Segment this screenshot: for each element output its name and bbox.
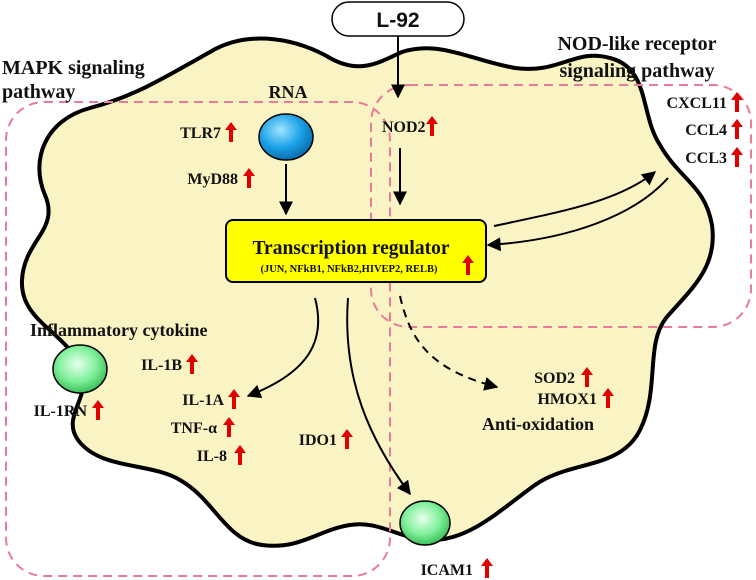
ido1-label: IDO1 (299, 432, 337, 449)
il1b-label: IL-1B (141, 357, 182, 374)
arrow-chemokines-to-regulator (486, 177, 669, 252)
hmox1-label: HMOX1 (537, 391, 597, 408)
cxcl11-label: CXCL11 (667, 95, 727, 112)
mapk-title-line1: MAPK signaling (2, 57, 145, 79)
anti-oxidation-label: Anti-oxidation (482, 414, 594, 434)
regulator-genes: (JUN, NFkB1, NFkB2,HIVEP2, RELB) (260, 264, 438, 275)
cell-membrane (19, 36, 715, 548)
nod-title-line1: NOD-like receptor (557, 33, 716, 55)
arrow-regulator-to-cytokines (246, 297, 320, 398)
nod-title-line2: signaling pathway (559, 60, 714, 82)
icam1-up-arrow (481, 558, 493, 578)
rna-label: RNA (269, 82, 308, 102)
inflammatory-cytokine-label: Inflammatory cytokine (30, 320, 207, 340)
ccl4-up-arrow (731, 119, 743, 139)
icam1-label: ICAM1 (421, 562, 473, 579)
il1a-label: IL-1A (182, 392, 224, 409)
cxcl11-up-arrow (731, 92, 743, 112)
transcription-regulator-box (225, 219, 487, 283)
regulator-title: Transcription regulator (253, 238, 450, 259)
l92-label: L-92 (376, 9, 419, 32)
arrow-regulator-to-antioxidation (399, 295, 499, 391)
icam1-receptor (399, 500, 451, 546)
sod2-label: SOD2 (534, 370, 575, 387)
ccl3-label: CCL3 (685, 150, 727, 167)
tlr7-receptor (258, 113, 314, 161)
mapk-pathway-region (5, 101, 391, 577)
il1rn-label: IL-1RN (34, 403, 88, 420)
il1rn-receptor (52, 344, 108, 394)
ccl4-label: CCL4 (685, 122, 727, 139)
tnfa-label: TNF-α (171, 420, 217, 437)
il8-label: IL-8 (197, 448, 227, 465)
arrow-regulator-to-icam1 (346, 297, 411, 496)
mapk-title-line2: pathway (2, 81, 75, 103)
arrow-regulator-to-chemokines (493, 171, 657, 227)
myd88-label: MyD88 (187, 171, 238, 188)
nod-pathway-region (370, 84, 752, 328)
nod2-label: NOD2 (382, 119, 426, 136)
tlr7-label: TLR7 (180, 125, 221, 142)
ccl3-up-arrow (731, 147, 743, 167)
